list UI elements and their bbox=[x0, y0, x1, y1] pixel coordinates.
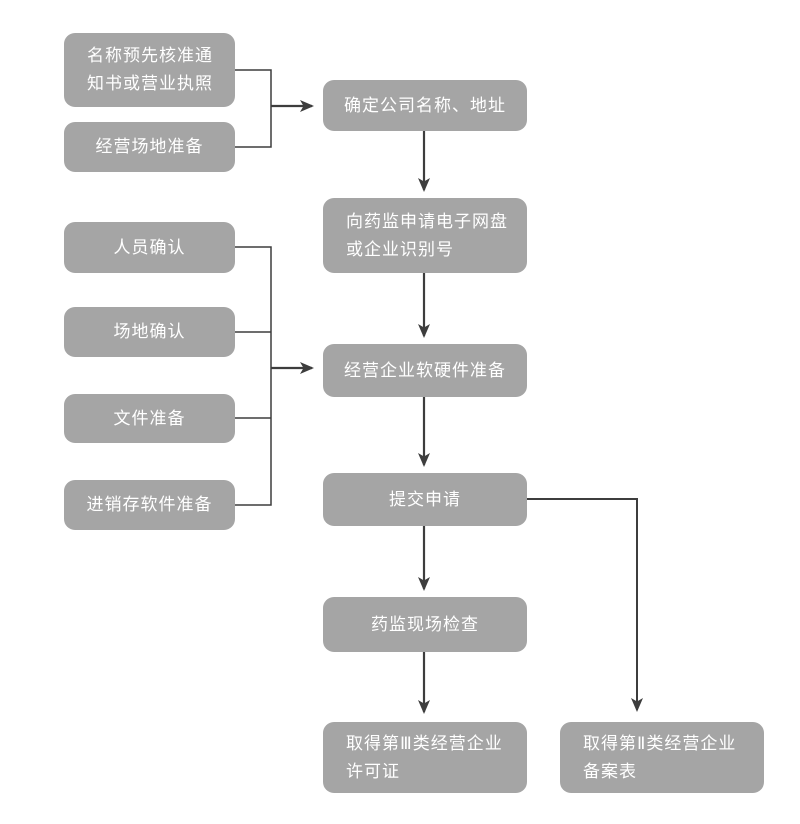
node-name-notice: 名称预先核准通 知书或营业执照 bbox=[64, 33, 235, 107]
arrow-submit-to-class2 bbox=[527, 498, 643, 712]
node-company-name: 确定公司名称、地址 bbox=[323, 80, 527, 131]
node-inventory-software: 进销存软件准备 bbox=[64, 480, 235, 530]
node-site-confirm: 场地确认 bbox=[64, 307, 235, 357]
node-submit-apply: 提交申请 bbox=[323, 473, 527, 526]
node-netdisk-apply: 向药监申请电子网盘 或企业识别号 bbox=[323, 198, 527, 273]
node-site-inspection: 药监现场检查 bbox=[323, 597, 527, 652]
connector-top-merge bbox=[235, 69, 272, 148]
node-document-prep: 文件准备 bbox=[64, 394, 235, 443]
node-personnel-confirm: 人员确认 bbox=[64, 222, 235, 273]
connector-left-merge bbox=[235, 246, 272, 506]
node-class3-license: 取得第Ⅲ类经营企业 许可证 bbox=[323, 722, 527, 793]
node-site-prep: 经营场地准备 bbox=[64, 122, 235, 172]
node-class2-record: 取得第Ⅱ类经营企业 备案表 bbox=[560, 722, 764, 793]
node-hw-sw-prep: 经营企业软硬件准备 bbox=[323, 344, 527, 397]
